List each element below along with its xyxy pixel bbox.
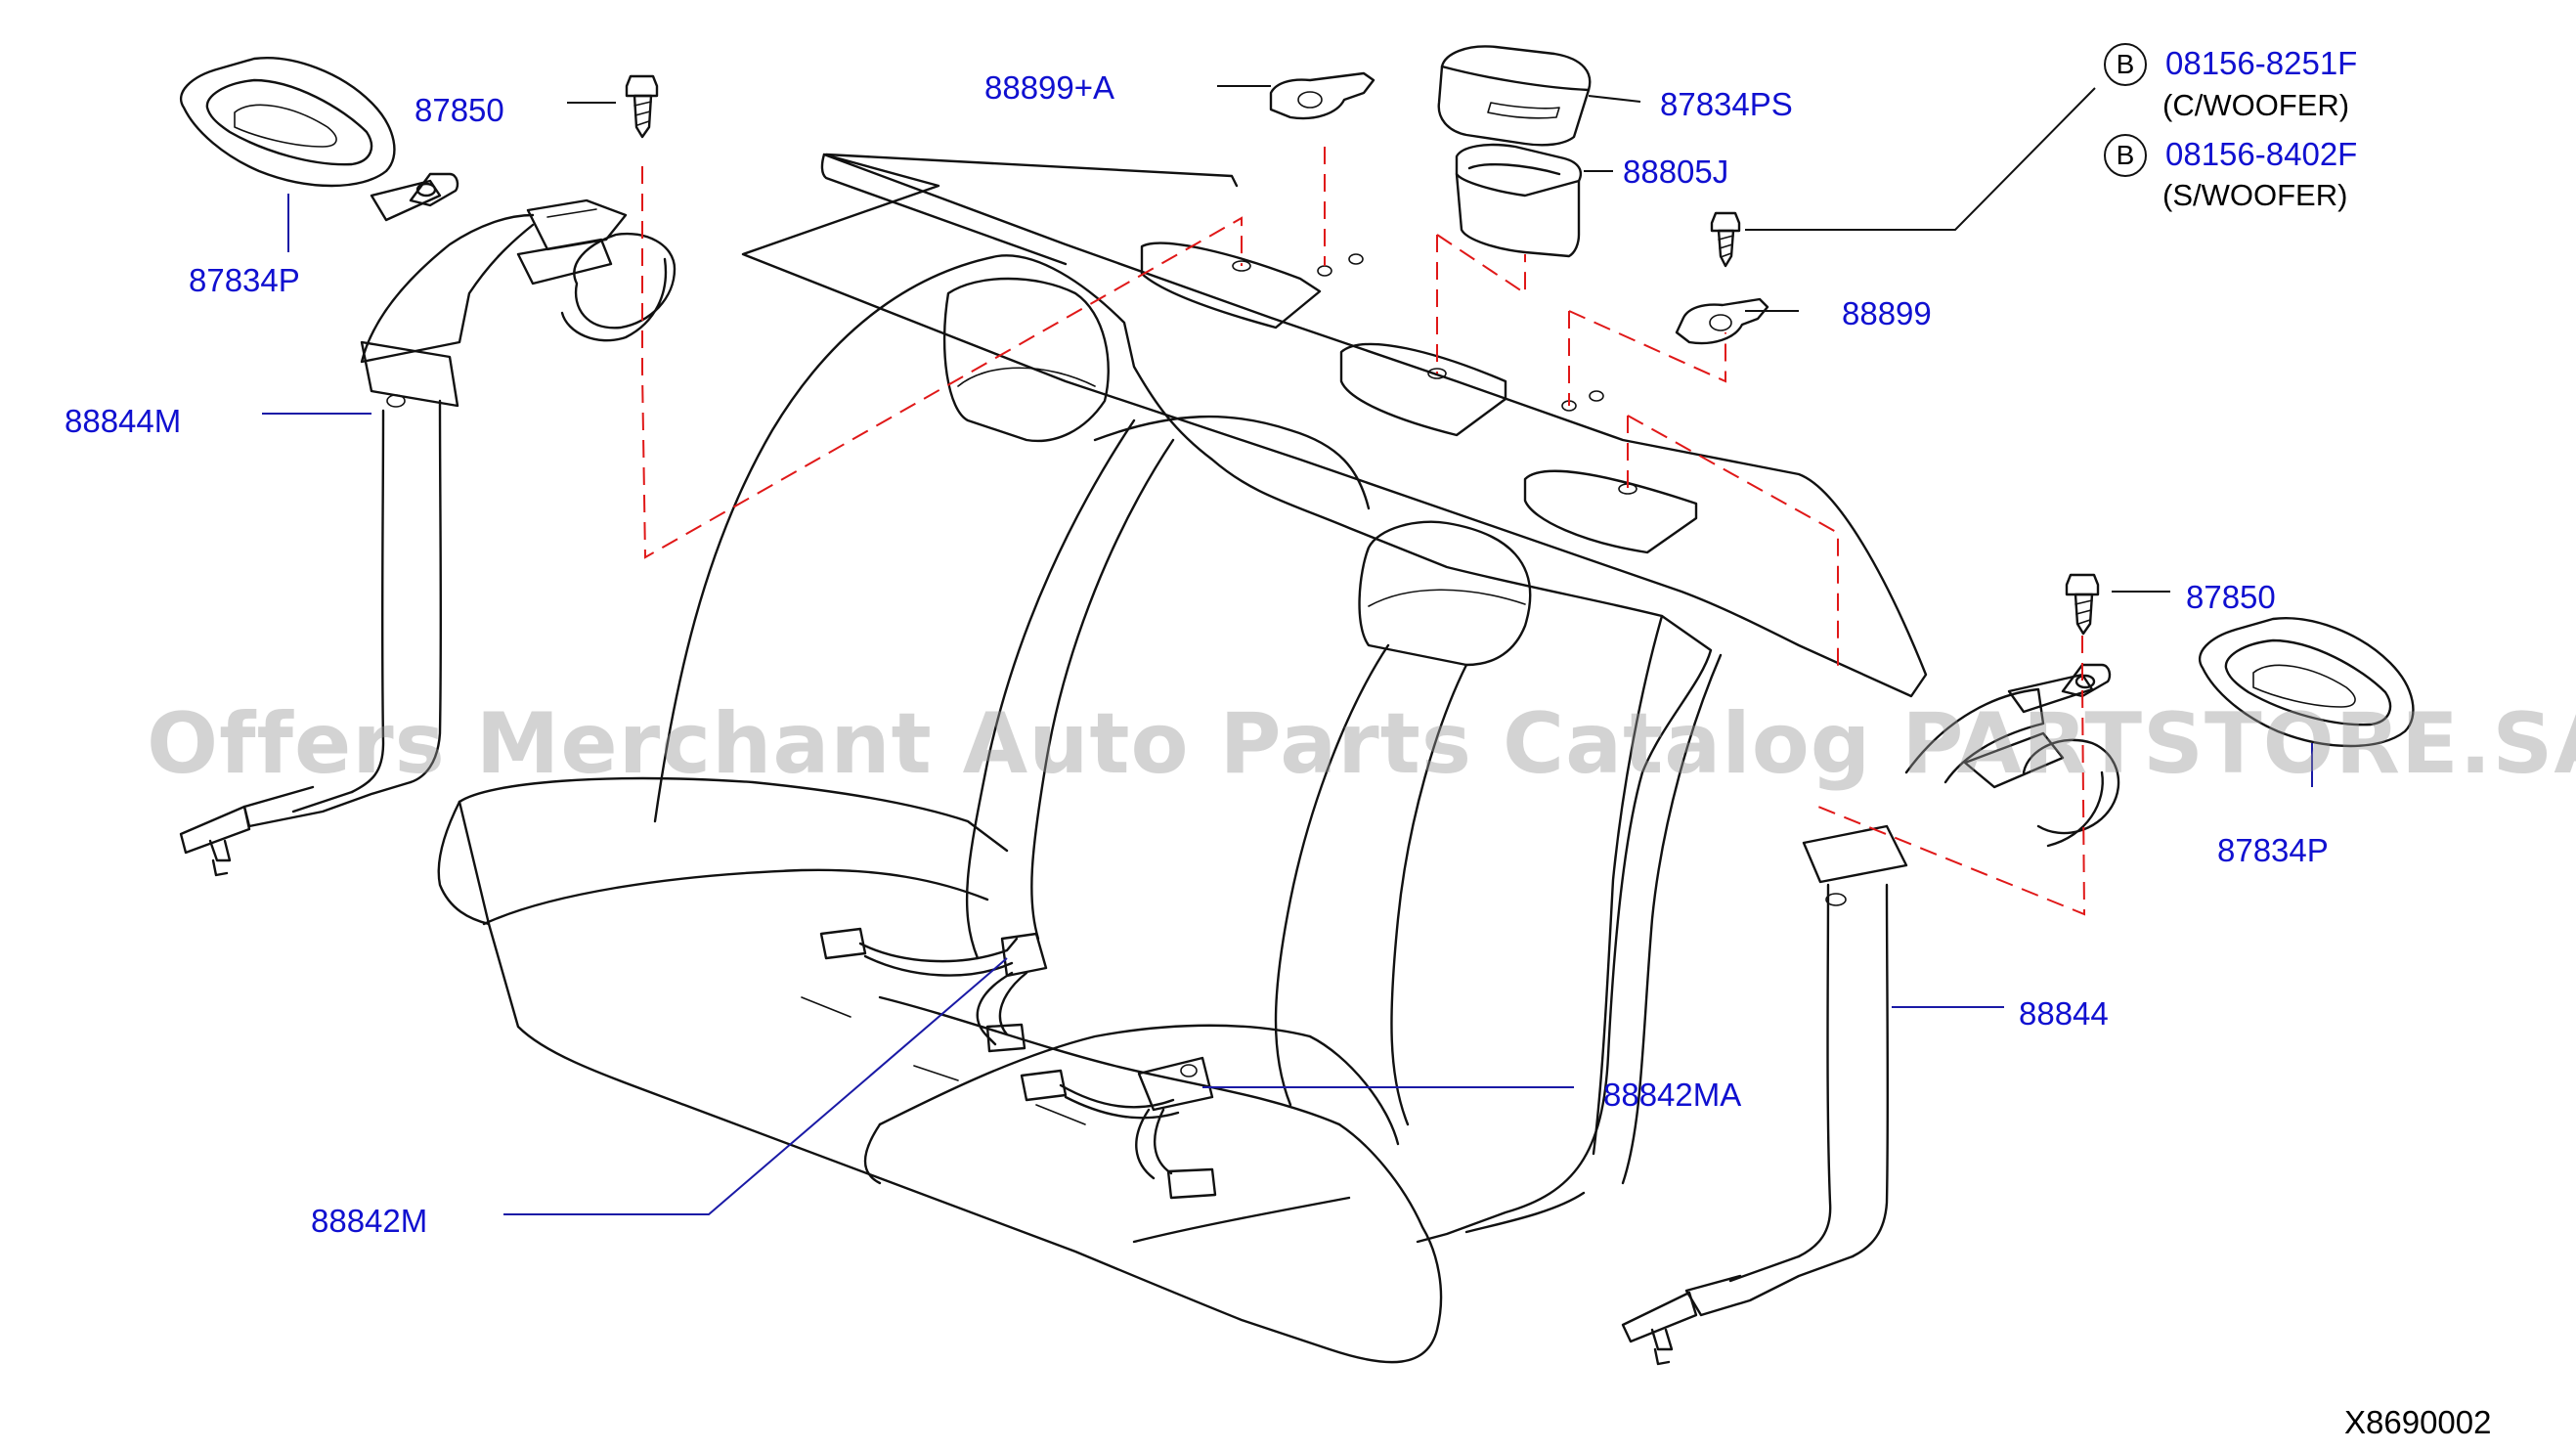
label-08156-8402f: 08156-8402F	[2165, 136, 2358, 172]
badge-b-2: B	[2104, 134, 2147, 177]
label-88842m: 88842M	[311, 1203, 428, 1239]
label-87850-right: 87850	[2186, 579, 2276, 615]
label-87834ps: 87834PS	[1660, 86, 1793, 122]
label-88805j: 88805J	[1623, 154, 1729, 190]
bolt-08156	[1710, 211, 1741, 268]
note-c-woofer: (C/WOOFER)	[2162, 88, 2350, 122]
leader-lines	[262, 85, 2313, 1215]
bolt-left-87850	[625, 74, 659, 139]
clip-88899-a	[1269, 71, 1375, 120]
note-s-woofer: (S/WOOFER)	[2162, 178, 2348, 212]
badge-b-1: B	[2104, 43, 2147, 86]
label-88899-a: 88899+A	[984, 69, 1115, 106]
parcel-shelf	[741, 153, 1928, 698]
bolt-right-87850	[2065, 573, 2100, 636]
right-seat-belt-retractor	[1621, 663, 2120, 1366]
figure-id: X8690002	[2344, 1404, 2492, 1440]
label-87834p-right: 87834P	[2217, 832, 2329, 868]
alignment-dashed-lines	[641, 147, 2086, 916]
upper-trim-cover	[1437, 45, 1592, 147]
label-08156-8251f: 08156-8251F	[2165, 45, 2358, 81]
label-88899: 88899	[1842, 295, 1932, 331]
belt-guide-trim-left	[179, 57, 396, 188]
label-87850-left: 87850	[415, 92, 504, 128]
label-88844: 88844	[2019, 995, 2109, 1032]
seat-back	[653, 254, 1723, 1244]
watermark: Offers Merchant Auto Parts Catalog PARTS…	[147, 695, 2576, 793]
label-87834p-left: 87834P	[189, 262, 300, 298]
left-seat-belt-retractor	[179, 172, 677, 877]
clip-88899	[1675, 297, 1769, 345]
belt-guide-trim-right	[2198, 617, 2415, 748]
seat-cushion	[437, 776, 1443, 1364]
label-88842ma: 88842MA	[1603, 1077, 1742, 1113]
label-88844m: 88844M	[65, 403, 182, 439]
speaker-grille-box	[1455, 143, 1583, 258]
